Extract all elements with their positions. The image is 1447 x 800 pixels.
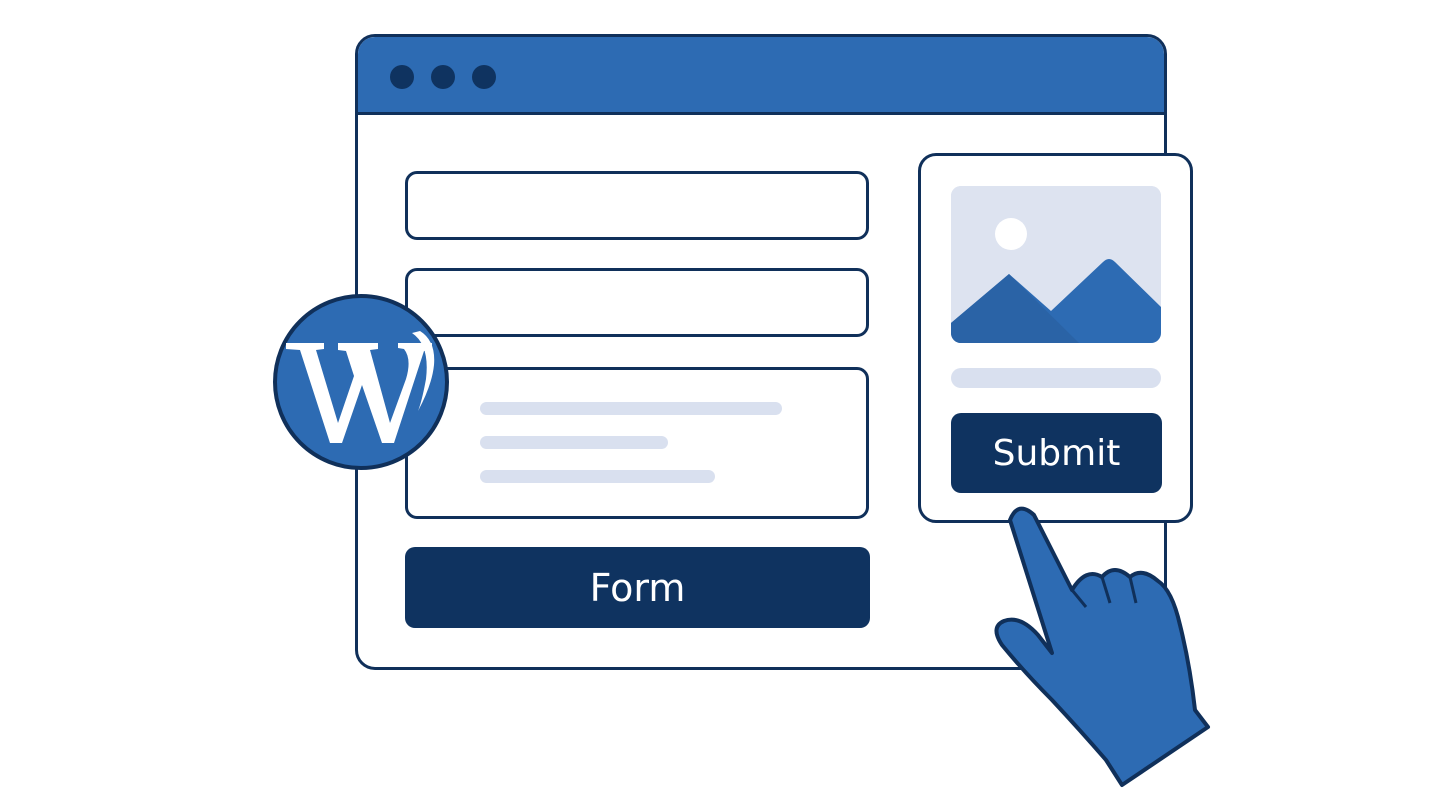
hand-pointer-icon (990, 495, 1220, 795)
window-title-bar (358, 37, 1164, 115)
text-input-2[interactable] (405, 268, 869, 337)
text-line-placeholder (480, 402, 782, 415)
text-line-placeholder (480, 470, 715, 483)
form-button[interactable]: Form (405, 547, 870, 628)
text-line-placeholder (480, 436, 668, 449)
window-dot-icon[interactable] (431, 65, 455, 89)
window-dot-icon[interactable] (390, 65, 414, 89)
window-dot-icon[interactable] (472, 65, 496, 89)
caption-line-placeholder (951, 368, 1161, 388)
text-input-1[interactable] (405, 171, 869, 240)
textarea-field[interactable] (405, 367, 869, 519)
image-placeholder-icon (951, 186, 1161, 343)
wordpress-logo-icon (272, 293, 450, 471)
side-card: Submit (918, 153, 1193, 523)
submit-button[interactable]: Submit (951, 413, 1162, 493)
